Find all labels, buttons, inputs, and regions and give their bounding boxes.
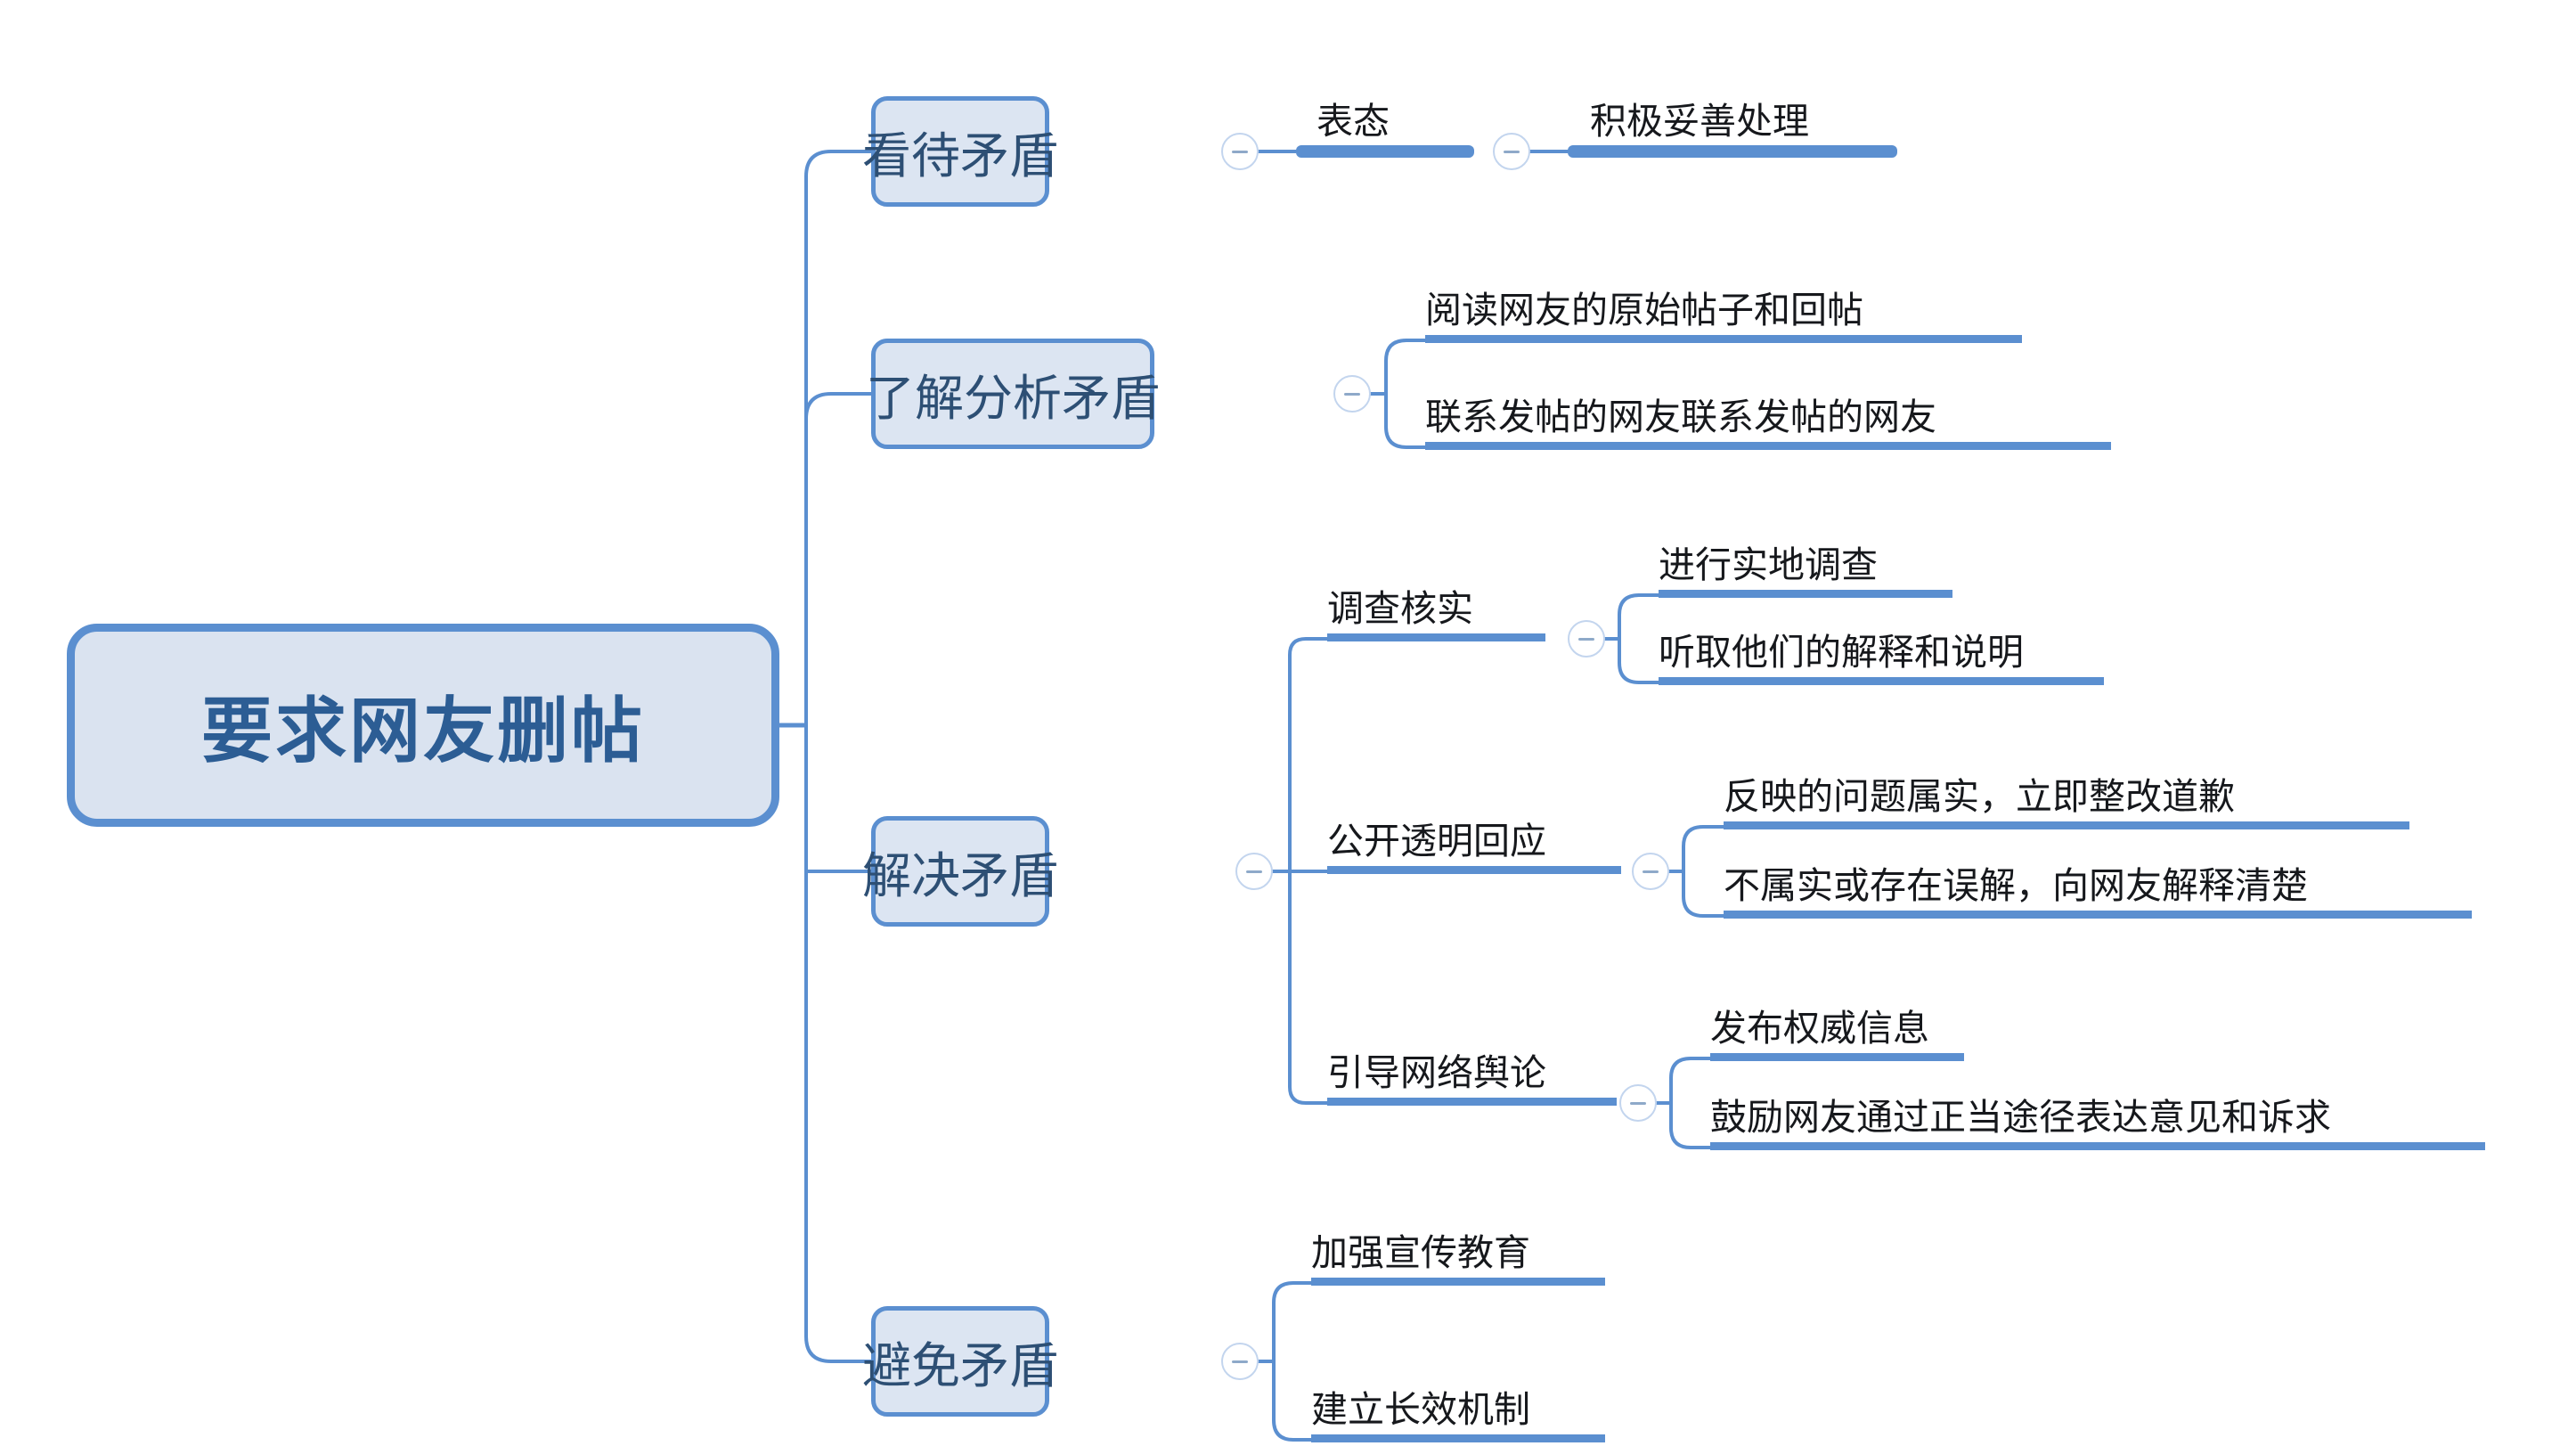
leaf-node-tingqu-jieshi[interactable]: 听取他们的解释和说明 xyxy=(1659,616,2104,685)
minus-icon xyxy=(1232,1360,1248,1363)
leaf-node-jiaqiang-xuanchuan[interactable]: 加强宣传教育 xyxy=(1311,1216,1605,1286)
leaf-node-bushushi-wujie[interactable]: 不属实或存在误解，向网友解释清楚 xyxy=(1724,849,2472,919)
collapse-toggle-branch-3[interactable] xyxy=(1235,853,1273,890)
leaf-node-shidi-diaocha[interactable]: 进行实地调查 xyxy=(1659,528,1952,598)
leaf-node-fabu-quanwei[interactable]: 发布权威信息 xyxy=(1710,992,1964,1061)
branch-node-1[interactable]: 看待矛盾 xyxy=(862,96,1058,207)
collapse-toggle-branch-4[interactable] xyxy=(1221,1343,1259,1380)
leaf-node-yuedutiezi[interactable]: 阅读网友的原始帖子和回帖 xyxy=(1425,274,2022,343)
collapse-toggle-gongkai-huiying[interactable] xyxy=(1632,853,1669,890)
minus-icon xyxy=(1504,150,1520,153)
minus-icon xyxy=(1630,1101,1646,1105)
subbranch-node-gongkai-huiying[interactable]: 公开透明回应 xyxy=(1327,805,1621,874)
leaf-node-lianxifatie[interactable]: 联系发帖的网友联系发帖的网友 xyxy=(1425,380,2111,450)
minus-icon xyxy=(1246,870,1262,873)
leaf-node-jijituoshan[interactable]: 积极妥善处理 xyxy=(1590,85,1879,154)
subbranch-node-diaochaheshi[interactable]: 调查核实 xyxy=(1327,572,1545,641)
collapse-toggle-branch-1[interactable] xyxy=(1221,133,1259,170)
minus-icon xyxy=(1232,150,1248,153)
leaf-node-jianli-jizhi[interactable]: 建立长效机制 xyxy=(1311,1373,1605,1442)
root-node[interactable]: 要求网友删帖 xyxy=(67,624,779,827)
collapse-toggle-yindao-yulun[interactable] xyxy=(1619,1084,1657,1122)
leaf-node-biaotai[interactable]: 表态 xyxy=(1317,85,1455,154)
minus-icon xyxy=(1344,392,1360,396)
collapse-toggle-biaotai[interactable] xyxy=(1493,133,1530,170)
minus-icon xyxy=(1578,637,1594,641)
collapse-toggle-diaochaheshi[interactable] xyxy=(1568,620,1605,658)
branch-node-3[interactable]: 解决矛盾 xyxy=(862,816,1058,927)
leaf-node-wenti-shushi[interactable]: 反映的问题属实，立即整改道歉 xyxy=(1724,760,2409,829)
collapse-toggle-branch-2[interactable] xyxy=(1333,375,1371,413)
minus-icon xyxy=(1643,870,1659,873)
leaf-node-guli-wangyou[interactable]: 鼓励网友通过正当途径表达意见和诉求 xyxy=(1710,1081,2485,1150)
branch-node-4[interactable]: 避免矛盾 xyxy=(862,1306,1058,1417)
branch-node-2[interactable]: 了解分析矛盾 xyxy=(866,339,1160,449)
subbranch-node-yindao-yulun[interactable]: 引导网络舆论 xyxy=(1327,1036,1617,1106)
